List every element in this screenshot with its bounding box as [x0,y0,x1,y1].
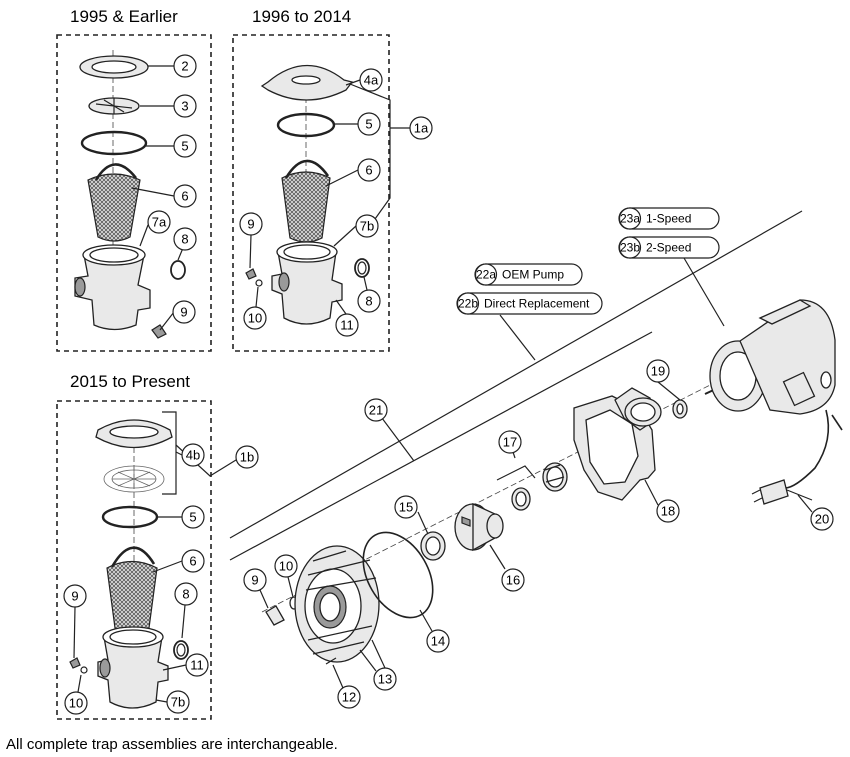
callout-17: 17 [503,435,517,450]
callout-15: 15 [399,500,413,515]
callout-21: 21 [369,403,383,418]
pump-assembly [229,210,843,665]
callout-13: 13 [378,672,392,687]
pill-22a: 22a OEM Pump [474,263,583,286]
trap-2015-box [56,400,212,720]
callout-18: 18 [661,504,675,519]
pill-23a-code: 23a [620,212,640,226]
pump-leaders [259,381,813,689]
callout-1995-6: 6 [181,189,188,204]
trap-1996-parts [245,64,370,325]
callout-2015-4b: 4b [186,448,200,463]
callout-9: 9 [251,573,258,588]
callout-2015-6: 6 [189,554,196,569]
callout-1996-7b: 7b [360,219,374,234]
callout-1995-2: 2 [181,59,188,74]
trap-1995-parts [74,50,186,339]
callout-1996-5: 5 [365,117,372,132]
pill-23a-label: 1-Speed [646,212,691,226]
callout-2015-9: 9 [71,589,78,604]
footer-note: All complete trap assemblies are interch… [6,736,338,753]
callout-1996-1a: 1a [414,121,429,136]
callout-20: 20 [815,512,829,527]
callout-2015-7b: 7b [171,695,185,710]
callout-1996-4a: 4a [364,73,379,88]
pill-23b-label: 2-Speed [646,241,691,255]
callout-1996-6: 6 [365,163,372,178]
pill-22b: 22b Direct Replacement [456,292,603,315]
trap-1996-box [232,34,390,352]
header-2015-to-present: 2015 to Present [70,372,190,391]
callout-1996-8: 8 [365,294,372,309]
callout-1996-10: 10 [248,311,262,326]
pill-22a-label: OEM Pump [502,268,564,282]
trap-2015-parts [69,419,189,709]
callout-10: 10 [279,559,293,574]
header-1995-and-earlier: 1995 & Earlier [70,7,178,26]
callout-1995-3: 3 [181,99,188,114]
header-1996-to-2014: 1996 to 2014 [252,7,351,26]
callouts: 2 3 5 6 7a 8 9 4a 5 1a 6 9 7b 10 8 11 4b… [63,54,834,715]
callout-16: 16 [506,573,520,588]
pill-22a-code: 22a [476,268,496,282]
callout-1995-8: 8 [181,232,188,247]
callout-2015-10: 10 [69,696,83,711]
callout-1995-5: 5 [181,139,188,154]
pill-23b: 23b 2-Speed [618,236,720,259]
trap-1996-leaders [249,79,410,315]
callout-19: 19 [651,364,665,379]
callout-2015-1b: 1b [240,450,254,465]
callout-2015-11: 11 [190,658,204,673]
pill-23a: 23a 1-Speed [618,207,720,230]
trap-1995-leaders [131,65,184,331]
pill-23b-code: 23b [620,241,640,255]
callout-1995-9: 9 [180,305,187,320]
callout-2015-8: 8 [182,587,189,602]
callout-1995-7a: 7a [152,215,167,230]
pill-22b-code: 22b [458,297,478,311]
trap-1995-box [56,34,212,352]
callout-1996-11: 11 [340,318,354,333]
callout-14: 14 [431,634,445,649]
callout-1996-9: 9 [247,217,254,232]
callout-12: 12 [342,690,356,705]
pill-22b-label: Direct Replacement [484,297,590,311]
callout-2015-5: 5 [189,510,196,525]
